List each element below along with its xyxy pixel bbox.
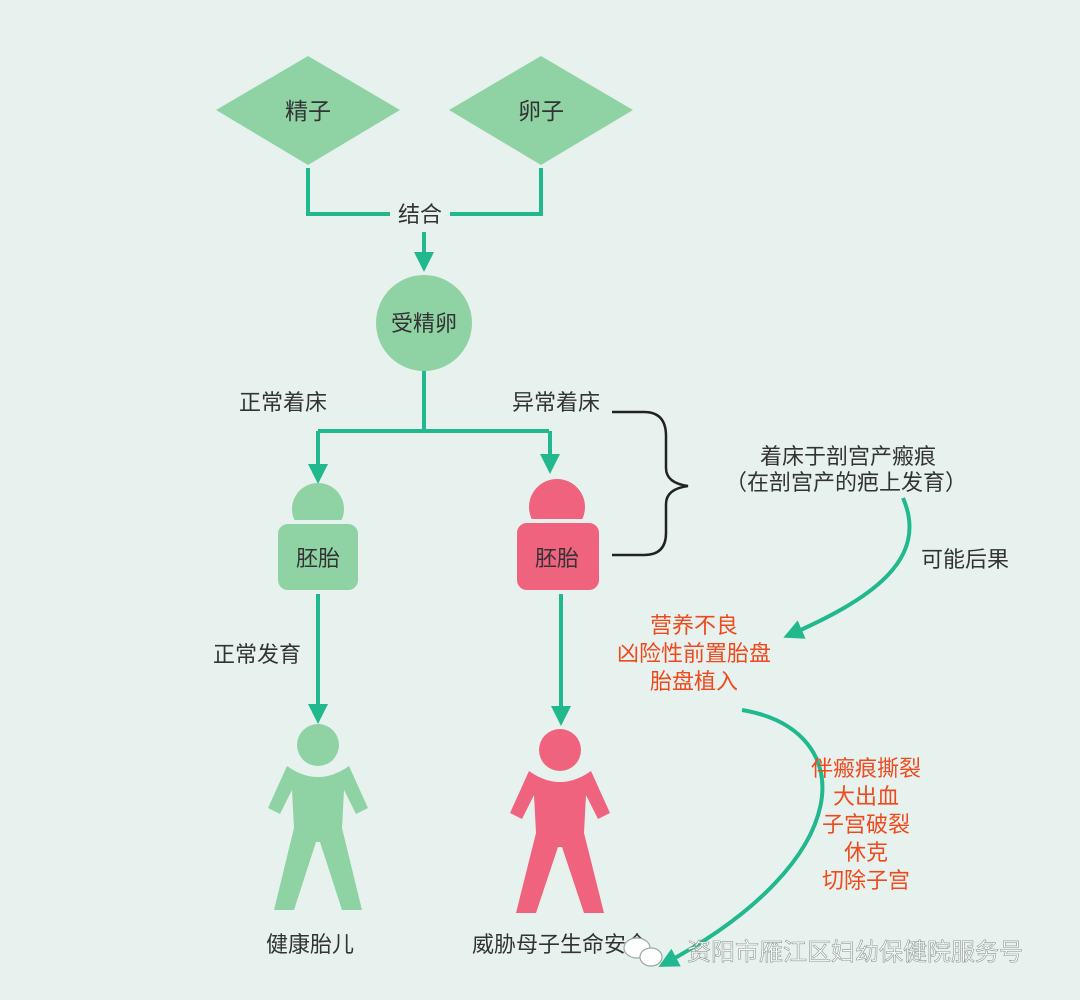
- watermark-text: 资阳市雁江区妇幼保健院服务号: [687, 938, 1023, 966]
- normal-implant-label: 正常着床: [239, 391, 327, 416]
- embryo-abnormal-icon: [513, 479, 603, 594]
- embryo-normal-icon: [274, 483, 362, 594]
- embryo-normal-label: 胚胎: [296, 547, 340, 572]
- consequence-1-item: 营养不良: [650, 614, 738, 639]
- outcome-threat-label: 威胁母子生命安全: [472, 933, 648, 958]
- abnormal-implant-label: 异常着床: [512, 391, 600, 416]
- outcome-healthy-label: 健康胎儿: [266, 933, 354, 958]
- embryo-abnormal-label: 胚胎: [535, 547, 579, 572]
- consequence-2-item: 切除子宫: [822, 869, 910, 894]
- bracket: [612, 410, 689, 557]
- implant-site-line2: （在剖宫产的疤上发育）: [725, 471, 967, 496]
- sperm-label: 精子: [285, 99, 331, 125]
- healthy-fetus-figure: [268, 724, 368, 910]
- fertilized-egg-circle: [376, 275, 472, 371]
- egg-diamond: [449, 56, 633, 165]
- consequence-2-item: 子宫破裂: [822, 813, 910, 838]
- consequence-2-item: 伴瘢痕撕裂: [811, 757, 921, 782]
- fertilized-egg-label: 受精卵: [391, 312, 457, 337]
- threatened-figure: [510, 729, 610, 913]
- consequence-2-item: 休克: [844, 841, 888, 866]
- consequence-1-item: 胎盘植入: [650, 670, 738, 695]
- combine-label: 结合: [398, 203, 442, 228]
- normal-develop-label: 正常发育: [213, 643, 301, 668]
- connector-lines: [306, 168, 912, 967]
- possible-results-label: 可能后果: [921, 548, 1009, 573]
- implant-site-line1: 着床于剖宫产瘢痕: [760, 445, 936, 470]
- wechat-icon: [623, 937, 663, 967]
- sperm-diamond: [216, 56, 400, 165]
- egg-label: 卵子: [518, 99, 564, 125]
- consequence-1-item: 凶险性前置胎盘: [617, 642, 771, 667]
- consequences-2: 伴瘢痕撕裂 大出血 子宫破裂 休克 切除子宫: [811, 757, 921, 894]
- consequence-2-item: 大出血: [833, 785, 899, 810]
- consequences-1: 营养不良 凶险性前置胎盘 胎盘植入: [617, 614, 771, 695]
